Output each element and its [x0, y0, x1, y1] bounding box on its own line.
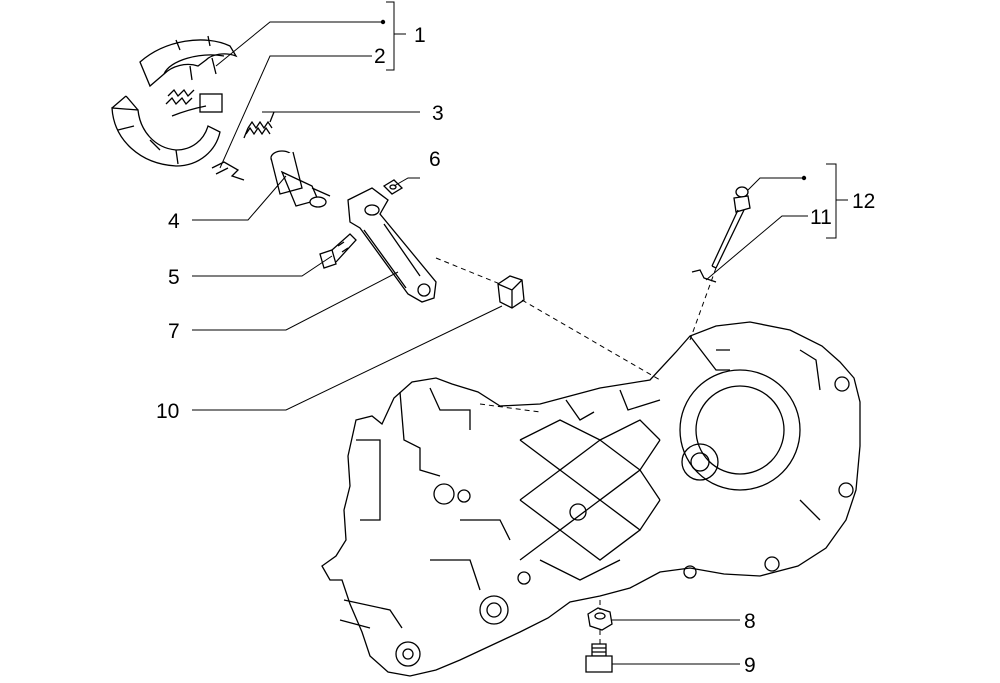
callout-1: 1 — [414, 24, 426, 47]
plug — [587, 607, 613, 631]
oil-dipstick — [711, 186, 751, 269]
callout-6: 6 — [429, 148, 441, 171]
lever-bolt — [319, 233, 357, 269]
dipstick-o-ring — [691, 269, 717, 283]
drain-screw — [585, 643, 613, 673]
bushing — [497, 275, 525, 309]
brake-shoe-pair — [111, 35, 238, 167]
leader-lines — [192, 19, 808, 665]
brake-shoe-clip — [211, 161, 245, 181]
brake-lever — [347, 187, 437, 303]
callout-3: 3 — [432, 102, 444, 125]
callout-5: 5 — [168, 266, 180, 289]
brake-spring — [243, 111, 275, 139]
group-bracket-1 — [386, 1, 406, 71]
callout-9: 9 — [744, 654, 756, 677]
callout-11: 11 — [810, 206, 832, 229]
callout-7: 7 — [168, 320, 180, 343]
group-bracket-12 — [826, 163, 848, 239]
brake-camshaft — [270, 150, 331, 208]
assembly-lines — [435, 257, 717, 644]
callout-8: 8 — [744, 610, 756, 633]
callout-12: 12 — [852, 190, 875, 213]
lever-washer — [382, 179, 404, 195]
callout-2: 2 — [374, 45, 386, 68]
engine-crankcase — [321, 321, 861, 677]
callout-4: 4 — [168, 210, 180, 233]
callout-10: 10 — [156, 400, 179, 423]
